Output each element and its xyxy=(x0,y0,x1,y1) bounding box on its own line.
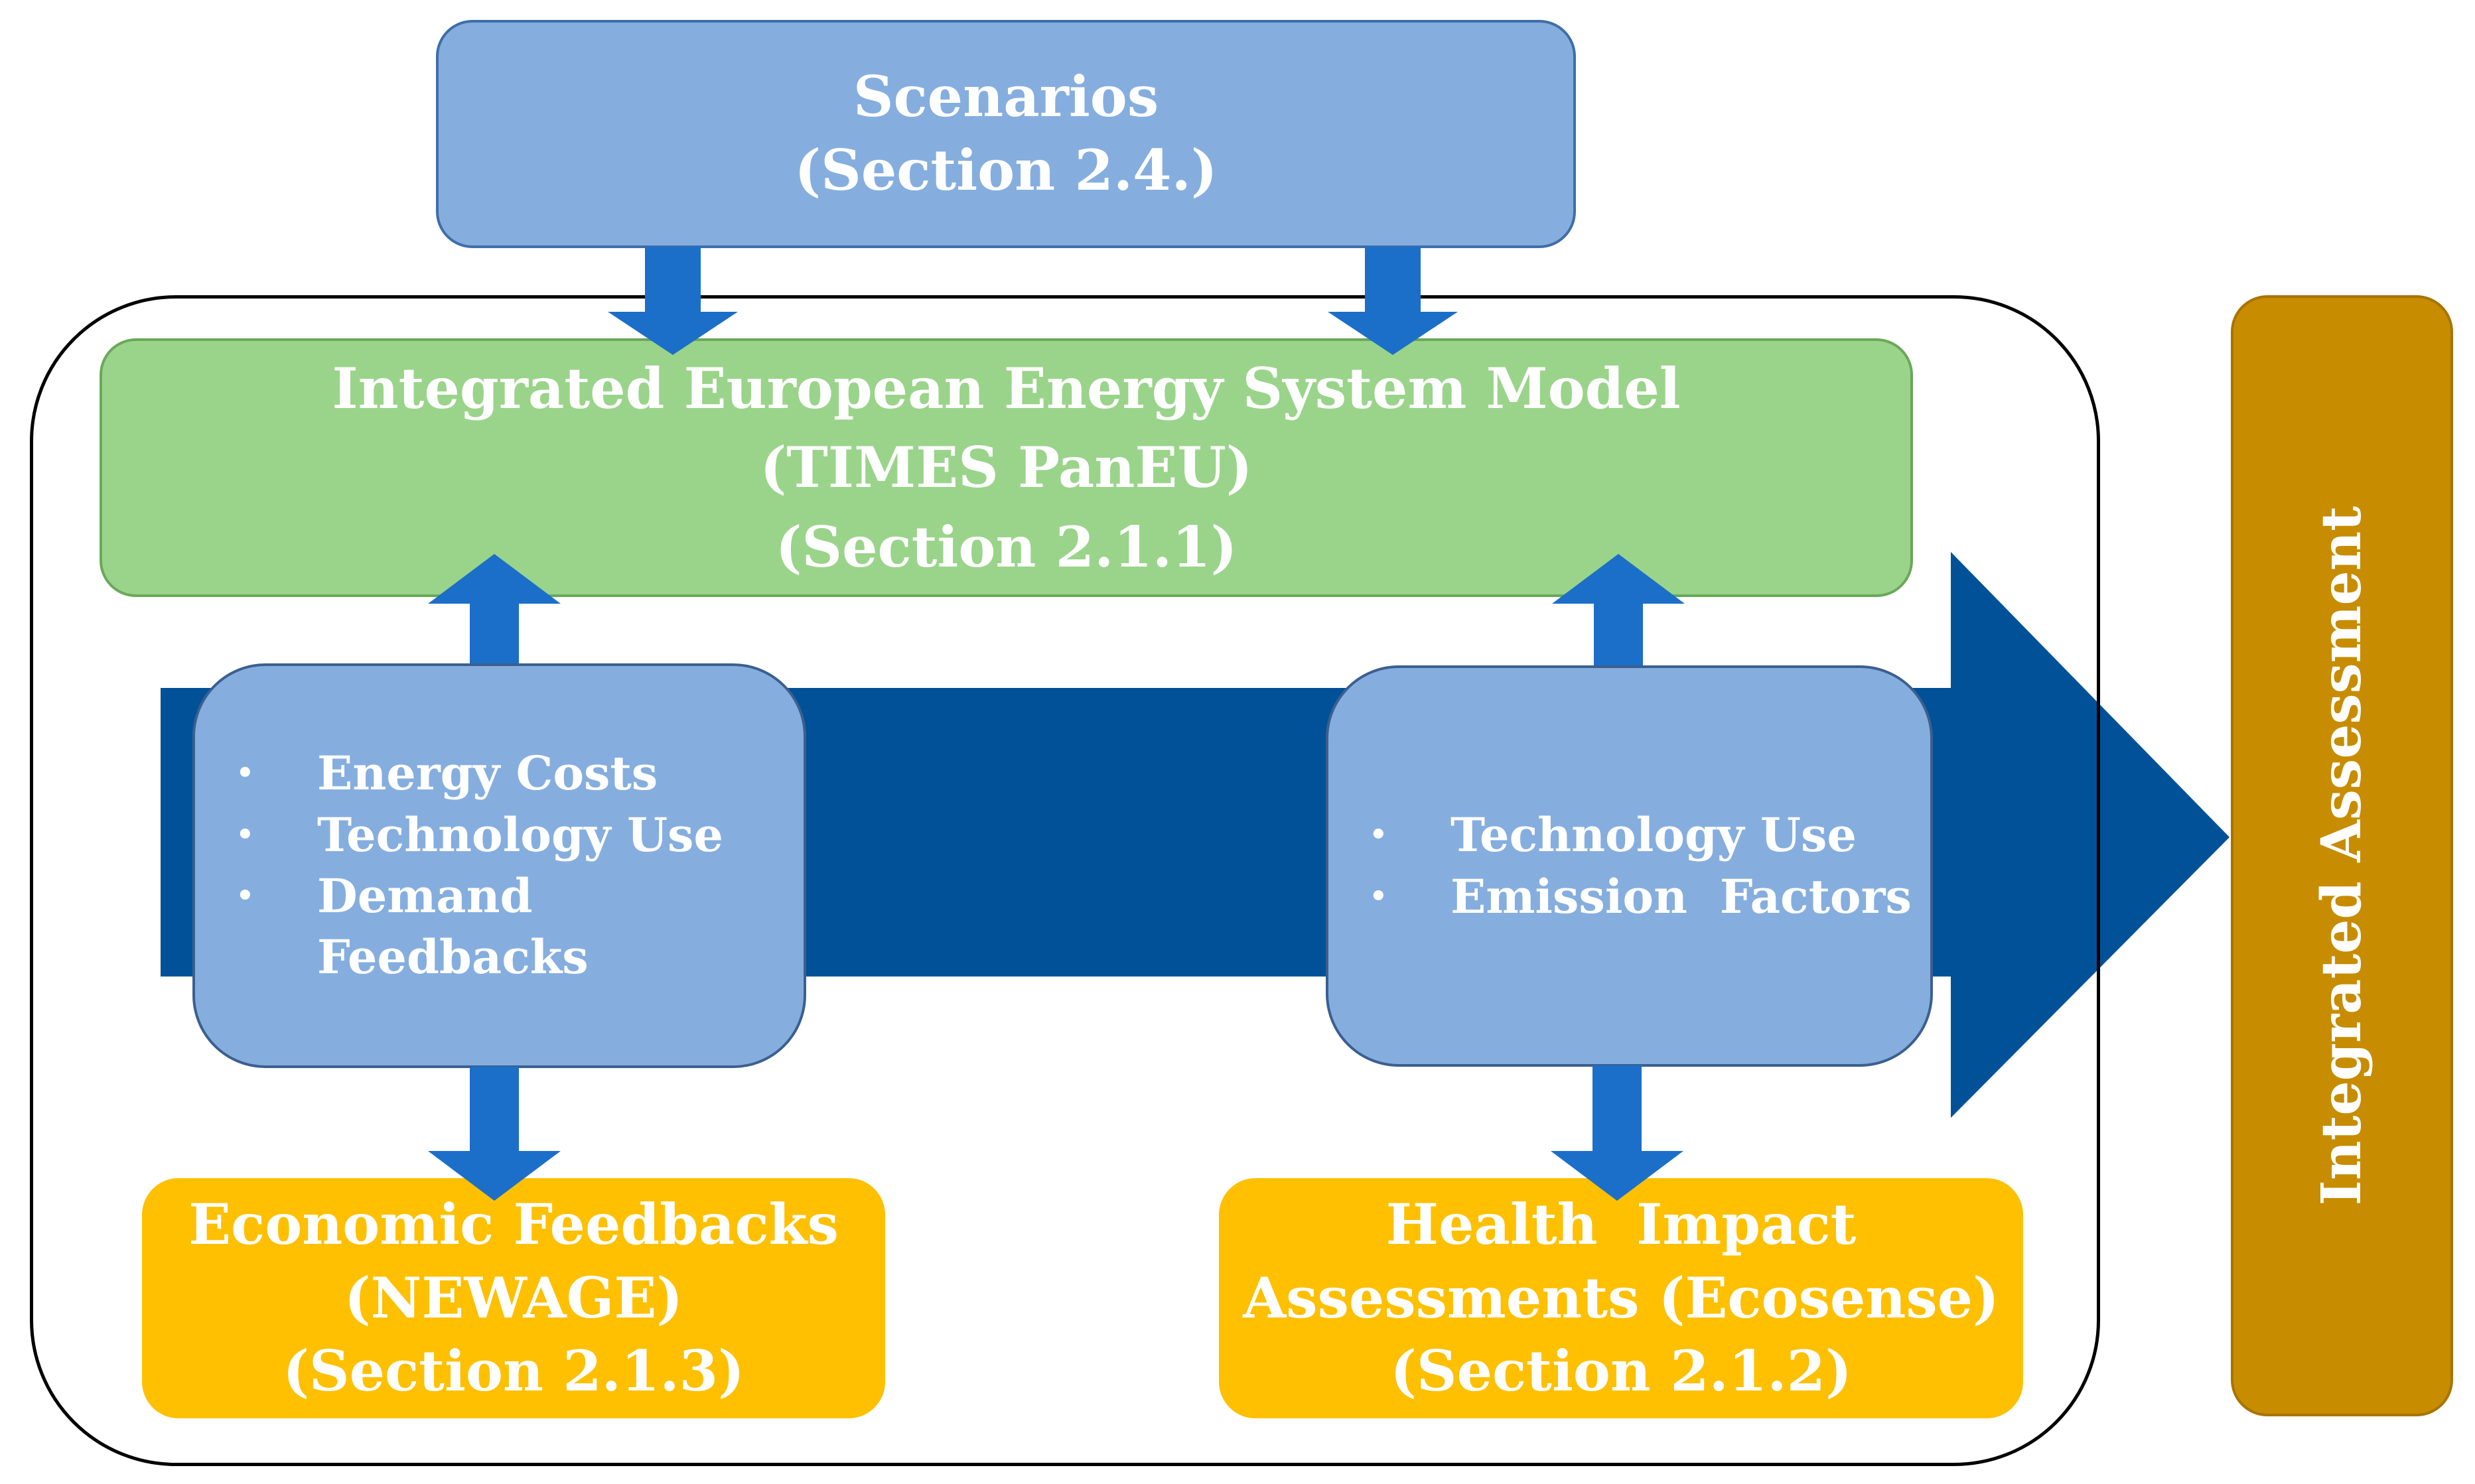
health-title: Health Impact xyxy=(1385,1191,1857,1257)
right-exchange-box: Technology Use Emission Factors xyxy=(1326,665,1933,1067)
right-exchange-list: Technology Use Emission Factors xyxy=(1368,805,1912,929)
list-item: Technology Use xyxy=(235,805,723,867)
economic-title: Economic Feedbacks xyxy=(188,1191,839,1257)
model-framework-border xyxy=(30,295,2100,1466)
integrated-assessment-box: Integrated Assessment xyxy=(2231,295,2453,1416)
list-item: Emission Factors xyxy=(1368,866,1912,929)
energy-system-model-box: Integrated European Energy System Model … xyxy=(100,338,1913,597)
list-item: Demand Feedbacks xyxy=(235,866,596,988)
model-section: (Section 2.1.1) xyxy=(775,513,1238,580)
list-item: Energy Costs xyxy=(235,743,723,805)
scenarios-title: Scenarios xyxy=(853,64,1159,130)
left-exchange-box: Energy Costs Technology Use Demand Feedb… xyxy=(192,663,806,1068)
model-subtitle: (TIMES PanEU) xyxy=(760,435,1253,501)
integrated-assessment-label: Integrated Assessment xyxy=(2310,506,2374,1206)
scenarios-section: (Section 2.4.) xyxy=(794,137,1218,203)
scenarios-box: Scenarios (Section 2.4.) xyxy=(436,20,1576,248)
economic-feedbacks-box: Economic Feedbacks (NEWAGE) (Section 2.1… xyxy=(142,1178,885,1418)
economic-subtitle: (NEWAGE) xyxy=(344,1264,683,1331)
health-section: (Section 2.1.2) xyxy=(1390,1338,1852,1404)
health-impact-box: Health Impact Assessments (Ecosense) (Se… xyxy=(1219,1178,2023,1418)
left-exchange-list: Energy Costs Technology Use Demand Feedb… xyxy=(235,743,723,988)
health-subtitle: Assessments (Ecosense) xyxy=(1243,1264,1999,1331)
list-item: Technology Use xyxy=(1368,805,1912,867)
economic-section: (Section 2.1.3) xyxy=(283,1338,744,1404)
model-title: Integrated European Energy System Model xyxy=(332,356,1681,422)
